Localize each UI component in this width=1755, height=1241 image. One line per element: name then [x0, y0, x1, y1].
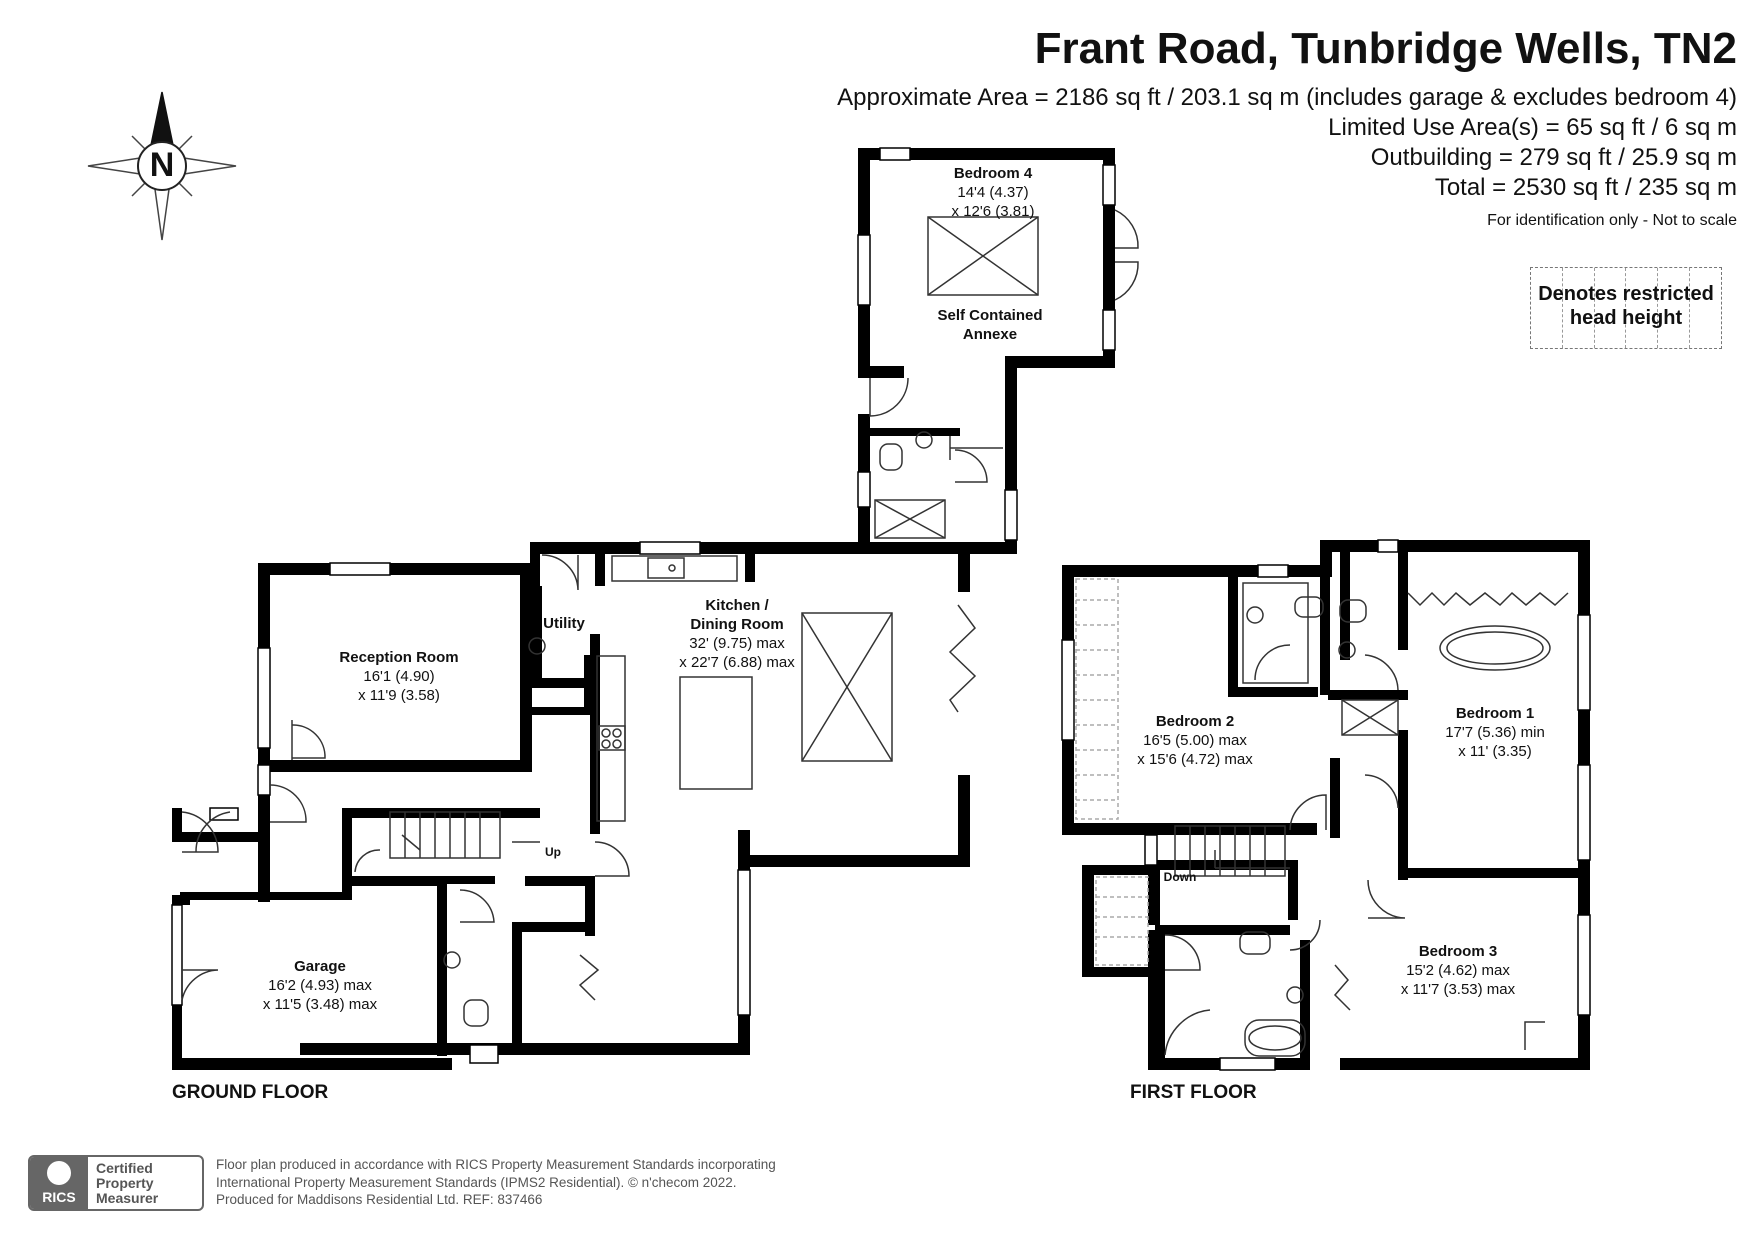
first-floor-fixtures: [1075, 578, 1569, 1057]
footer-line-1: Floor plan produced in accordance with R…: [216, 1157, 776, 1172]
room-dimension: x 11'9 (3.58): [358, 687, 440, 704]
room-dimension: x 11'5 (3.48) max: [262, 996, 378, 1013]
rics-logo: RICS: [30, 1157, 88, 1209]
room-dimension: x 11'7 (3.53) max: [1400, 981, 1516, 998]
ground-floor-label: GROUND FLOOR: [172, 1082, 329, 1103]
legend-text: Denotes restricted head height: [1531, 282, 1721, 330]
badge-line-3: Measurer: [96, 1190, 159, 1206]
room-dimension: 16'1 (4.90): [363, 668, 435, 685]
room-name: Garage: [294, 958, 346, 975]
room-label-bedroom-3: Bedroom 3 15'2 (4.62) max x 11'7 (3.53) …: [1401, 942, 1515, 999]
room-dimension: x 22'7 (6.88) max: [679, 654, 795, 671]
property-title: Frant Road, Tunbridge Wells, TN2: [1034, 24, 1737, 73]
badge-line-1: Certified: [96, 1160, 153, 1176]
ground-floor-fixtures: [181, 209, 1139, 1027]
total-area-text: Total = 2530 sq ft / 235 sq m: [1434, 174, 1737, 201]
outbuilding-area-text: Outbuilding = 279 sq ft / 25.9 sq m: [1370, 144, 1737, 171]
room-dimension: 32' (9.75) max: [689, 635, 785, 652]
annexe-line-2: Annexe: [962, 326, 1018, 343]
room-label-annexe: Self Contained Annexe: [937, 306, 1042, 344]
approximate-area-text: Approximate Area = 2186 sq ft / 203.1 sq…: [837, 84, 1737, 111]
limited-use-area-text: Limited Use Area(s) = 65 sq ft / 6 sq m: [1328, 114, 1737, 141]
room-dimension: 17'7 (5.36) min: [1445, 724, 1545, 741]
room-name: Dining Room: [690, 616, 784, 633]
rics-logo-text: RICS: [42, 1189, 76, 1205]
room-name: Utility: [543, 615, 585, 632]
footer-line-2: International Property Measurement Stand…: [216, 1174, 737, 1190]
compass-north-letter: N: [149, 146, 175, 184]
badge-line-2: Property: [96, 1175, 154, 1191]
first-floor-windows: [1061, 539, 1591, 1071]
room-dimension: 15'2 (4.62) max: [1406, 962, 1510, 979]
compass-rose: [87, 91, 237, 241]
room-label-bedroom-1: Bedroom 1 17'7 (5.36) min x 11' (3.35): [1445, 704, 1545, 761]
room-dimension: 14'4 (4.37): [957, 184, 1029, 201]
room-name: Bedroom 1: [1455, 705, 1535, 722]
room-name: Bedroom 4: [953, 165, 1033, 182]
room-dimension: x 15'6 (4.72) max: [1137, 751, 1253, 768]
room-dimension: 16'2 (4.93) max: [268, 977, 372, 994]
ground-floor-walls: [172, 148, 1115, 1070]
footer-text: Floor plan produced in accordance with R…: [216, 1156, 776, 1209]
ground-floor-windows: [171, 147, 1116, 1064]
room-name: Bedroom 3: [1418, 943, 1498, 960]
room-name: Bedroom 2: [1155, 713, 1235, 730]
restricted-head-height-legend: Denotes restricted head height: [1530, 267, 1722, 349]
room-label-reception: Reception Room 16'1 (4.90) x 11'9 (3.58): [339, 648, 458, 705]
room-dimension: x 11' (3.35): [1458, 743, 1532, 760]
stairs-up-label: Up: [545, 845, 561, 859]
room-label-garage: Garage 16'2 (4.93) max x 11'5 (3.48) max: [263, 957, 377, 1014]
stairs-down-label: Down: [1163, 870, 1197, 884]
legend-hatch: [1531, 268, 1721, 348]
annexe-line-1: Self Contained: [937, 307, 1043, 324]
room-name: Kitchen /: [705, 597, 769, 614]
rics-badge-text: Certified Property Measurer: [88, 1157, 158, 1209]
room-dimension: 16'5 (5.00) max: [1143, 732, 1247, 749]
room-label-bedroom-2: Bedroom 2 16'5 (5.00) max x 15'6 (4.72) …: [1137, 712, 1252, 769]
rics-certified-badge: RICS Certified Property Measurer: [28, 1155, 204, 1211]
footer-line-3: Produced for Maddisons Residential Ltd. …: [216, 1192, 543, 1207]
legend-line-2: head height: [1569, 307, 1683, 329]
room-name: Reception Room: [339, 649, 459, 666]
disclaimer-text: For identification only - Not to scale: [1487, 212, 1737, 229]
rics-lion-icon: [47, 1161, 71, 1185]
legend-line-1: Denotes restricted: [1538, 283, 1714, 305]
room-label-kitchen: Kitchen / Dining Room 32' (9.75) max x 2…: [679, 596, 794, 672]
room-label-utility: Utility: [543, 614, 585, 633]
first-floor-label: FIRST FLOOR: [1130, 1082, 1257, 1103]
room-label-bedroom-4: Bedroom 4 14'4 (4.37) x 12'6 (3.81): [952, 164, 1035, 221]
room-dimension: x 12'6 (3.81): [951, 203, 1035, 220]
